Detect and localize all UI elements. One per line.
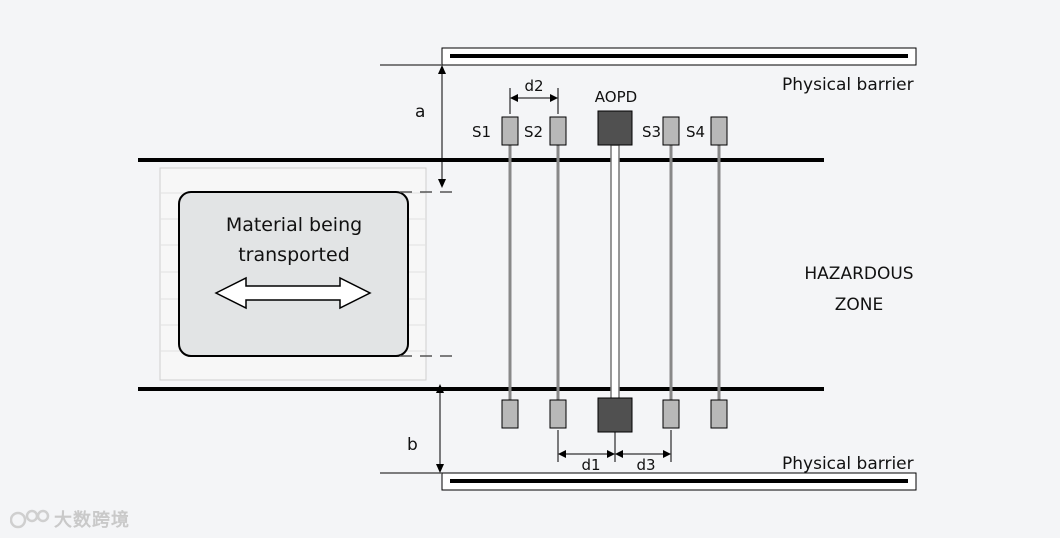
top-physical-barrier	[380, 47, 917, 66]
dimension-b	[436, 384, 444, 473]
s3-label: S3	[642, 123, 662, 141]
material-label-line1: Material being	[225, 214, 363, 236]
material-label: Material being transported	[180, 210, 408, 270]
sensor-s4-bottom	[710, 399, 728, 429]
double-arrow-icon	[214, 276, 372, 310]
sensor-s1-top	[501, 116, 519, 146]
dimension-a	[438, 65, 446, 188]
sensor-beams	[508, 144, 721, 401]
dimension-b-label: b	[407, 435, 418, 455]
material-box	[178, 191, 409, 357]
watermark: 大数跨境	[10, 506, 130, 532]
d2-label: d2	[524, 77, 544, 95]
s2-label: S2	[524, 123, 544, 141]
bottom-physical-barrier	[380, 472, 917, 491]
s1-label: S1	[472, 123, 492, 141]
sensor-s1-bottom	[501, 399, 519, 429]
top-barrier-label: Physical barrier	[782, 75, 914, 95]
sensor-s4-top	[710, 116, 728, 146]
s4-label: S4	[686, 123, 706, 141]
sensor-s3-top	[662, 116, 680, 146]
hazardous-zone-line1: HAZARDOUS	[804, 264, 914, 284]
dimension-d2	[509, 88, 559, 114]
sensor-s2-bottom	[549, 399, 567, 429]
aopd-label: AOPD	[594, 88, 638, 106]
sensor-s2-top	[549, 116, 567, 146]
bottom-barrier-label: Physical barrier	[782, 454, 914, 474]
d1-label: d1	[581, 456, 601, 474]
aopd-top	[597, 110, 633, 146]
hazardous-zone-line2: ZONE	[834, 295, 884, 315]
aopd-bottom	[597, 397, 633, 433]
material-label-line2: transported	[238, 244, 350, 266]
dimension-d1-d3	[557, 430, 672, 462]
watermark-logo-icon	[10, 509, 50, 529]
d3-label: d3	[636, 456, 656, 474]
watermark-text: 大数跨境	[54, 510, 130, 531]
sensor-s3-bottom	[662, 399, 680, 429]
dimension-a-label: a	[415, 102, 426, 122]
